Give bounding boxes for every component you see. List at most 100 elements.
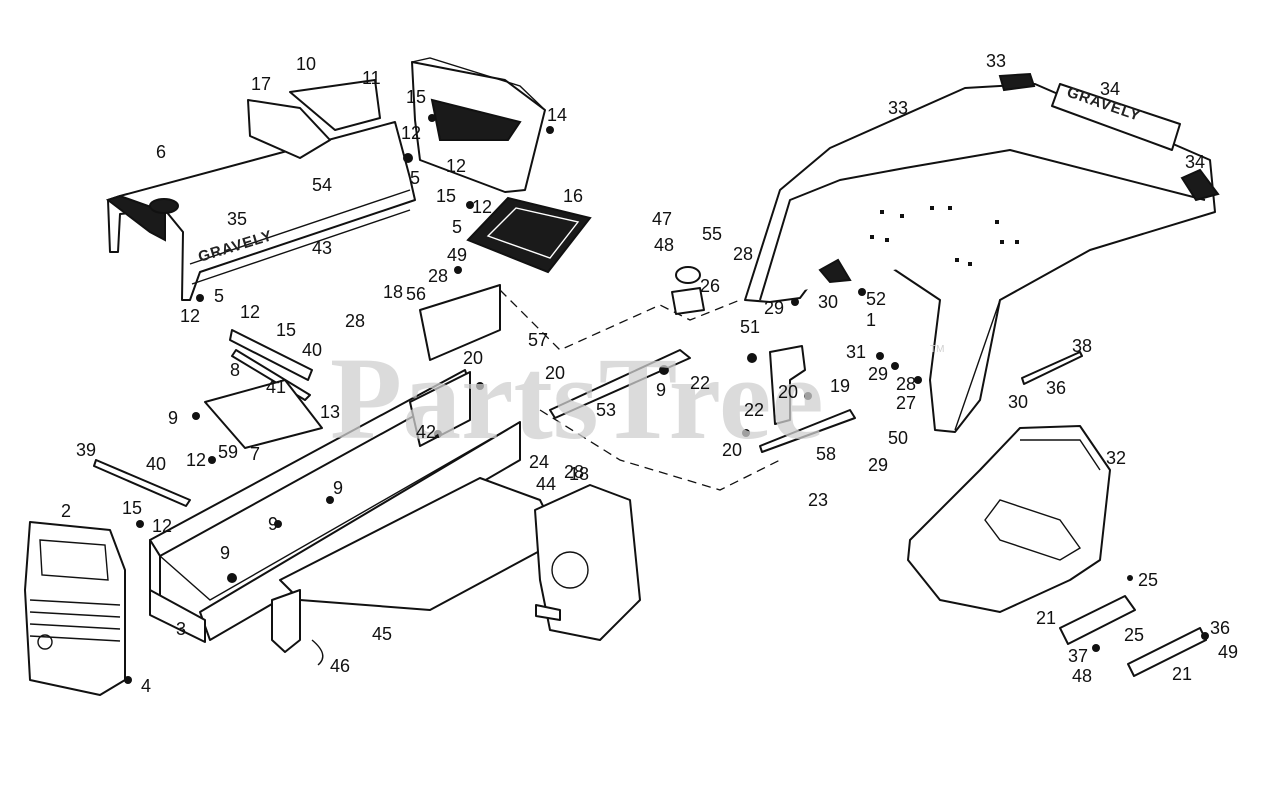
callout: 20 <box>778 382 798 402</box>
callout: 4 <box>141 676 151 696</box>
main-frame <box>149 284 521 643</box>
callout: 29 <box>868 455 888 475</box>
callout: 26 <box>700 276 720 296</box>
callout: 49 <box>447 245 467 265</box>
callout: 12 <box>240 302 260 322</box>
callout: 37 <box>1068 646 1088 666</box>
callout: 32 <box>1106 448 1126 468</box>
callout: 8 <box>230 360 240 380</box>
callout: 27 <box>896 393 916 413</box>
callout: 48 <box>1072 666 1092 686</box>
shift-rod-52 <box>549 349 691 419</box>
callout: 12 <box>446 156 466 176</box>
callout: 34 <box>1185 152 1205 172</box>
callout: 36 <box>1210 618 1230 638</box>
callout: 38 <box>1072 336 1092 356</box>
transmission <box>534 484 641 641</box>
fasteners <box>124 114 1209 684</box>
callout: 53 <box>596 400 616 420</box>
callout: 3 <box>176 619 186 639</box>
callout: 40 <box>146 454 166 474</box>
callout: 22 <box>690 373 710 393</box>
callout: 12 <box>152 516 172 536</box>
callout: 6 <box>156 142 166 162</box>
hood-panel <box>247 99 331 159</box>
pulley-26 <box>675 266 701 284</box>
dash-pod <box>411 57 546 193</box>
watermark: PartsTree <box>330 333 824 464</box>
watermark-tm: TM <box>930 344 944 355</box>
callout: 20 <box>463 348 483 368</box>
callout: 21 <box>1172 664 1192 684</box>
callout: 20 <box>545 363 565 383</box>
callout: 23 <box>808 490 828 510</box>
callout: 10 <box>296 54 316 74</box>
bracket-26 <box>671 287 705 315</box>
callout: 12 <box>186 450 206 470</box>
callout: 28 <box>428 266 448 286</box>
plate-40-left <box>93 459 191 507</box>
fender-stripe <box>1051 83 1181 151</box>
callout: 9 <box>220 543 230 563</box>
callout: 40 <box>302 340 322 360</box>
rod-35 <box>1021 351 1083 385</box>
callout: 29 <box>764 298 784 318</box>
callout: 13 <box>320 402 340 422</box>
callout: 58 <box>816 444 836 464</box>
callout-labels: 1 2 3 4 5 5 5 6 7 8 9 9 9 9 9 10 11 12 1… <box>61 51 1238 696</box>
pin-45 <box>311 639 324 666</box>
callout: 51 <box>740 317 760 337</box>
callout: 33 <box>888 98 908 118</box>
seat-bracket-right <box>1127 627 1207 677</box>
callout: 30 <box>1008 392 1028 412</box>
hood-scoop <box>289 79 381 131</box>
callout: 28 <box>896 374 916 394</box>
callout: 48 <box>654 235 674 255</box>
callout: 24 <box>529 452 549 472</box>
callout: 25 <box>1138 570 1158 590</box>
seat-bracket-left <box>1059 595 1136 645</box>
callout: 28 <box>733 244 753 264</box>
callout: 15 <box>436 186 456 206</box>
callout: 30 <box>818 292 838 312</box>
callout: 41 <box>266 377 286 397</box>
rear-fender: GRAVELY <box>744 72 1220 433</box>
callout: 56 <box>406 284 426 304</box>
callout: 11 <box>362 68 381 88</box>
callout: 9 <box>168 408 178 428</box>
front-grille <box>24 521 126 696</box>
callout: 5 <box>214 286 224 306</box>
assembly-line <box>499 289 741 351</box>
callout: 18 <box>569 464 589 484</box>
callout: 19 <box>830 376 850 396</box>
callout: 55 <box>702 224 722 244</box>
plate-39 <box>229 329 313 381</box>
callout: 12 <box>472 197 492 217</box>
callout: 33 <box>986 51 1006 71</box>
callout: 54 <box>312 175 332 195</box>
callout: 39 <box>76 440 96 460</box>
callout: 12 <box>401 123 421 143</box>
callout: 7 <box>250 444 260 464</box>
callout: 35 <box>227 209 247 229</box>
callout: 15 <box>406 87 426 107</box>
callout: 44 <box>536 474 556 494</box>
callout: 46 <box>330 656 350 676</box>
callout: 5 <box>410 168 420 188</box>
lever-59 <box>271 589 301 653</box>
plate-7 <box>204 379 323 449</box>
callout: 12 <box>180 306 200 326</box>
callout: 28 <box>345 311 365 331</box>
link-bar <box>759 409 856 453</box>
callout: 42 <box>416 422 436 442</box>
callout: 25 <box>1124 625 1144 645</box>
callout: 43 <box>312 238 332 258</box>
hood-cowl: GRAVELY <box>105 121 416 301</box>
callout: 57 <box>528 330 548 350</box>
callout: 36 <box>1046 378 1066 398</box>
assembly-line <box>539 409 781 491</box>
callout: 9 <box>333 478 343 498</box>
callout: 2 <box>61 501 71 521</box>
instrument-decal <box>466 196 592 274</box>
callout: 47 <box>652 209 672 229</box>
